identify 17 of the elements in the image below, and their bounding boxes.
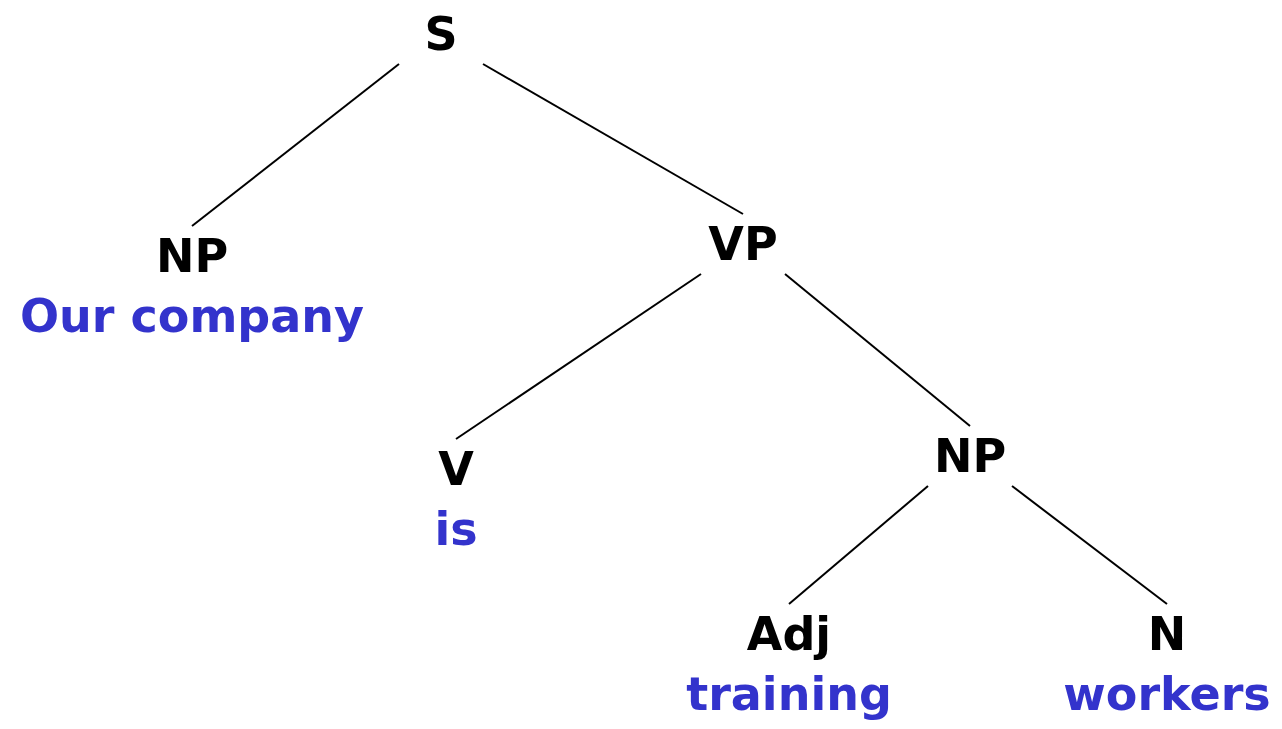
tree-branch-line xyxy=(482,63,744,215)
category-label: NP xyxy=(933,428,1007,485)
tree-branch-line xyxy=(455,273,702,440)
tree-branch-line xyxy=(784,273,971,427)
category-label: V xyxy=(438,441,474,498)
tree-branch-line xyxy=(191,63,400,227)
word-label: Our company xyxy=(19,288,365,345)
category-label: VP xyxy=(708,216,778,273)
tree-branch-line xyxy=(788,485,929,605)
word-label: training xyxy=(686,666,892,723)
word-label: is xyxy=(434,501,478,558)
category-label: S xyxy=(424,6,458,63)
category-label: N xyxy=(1147,606,1187,663)
category-label: Adj xyxy=(746,606,832,663)
category-label: NP xyxy=(155,228,229,285)
tree-branch-line xyxy=(1011,485,1168,605)
word-label: workers xyxy=(1063,666,1271,723)
